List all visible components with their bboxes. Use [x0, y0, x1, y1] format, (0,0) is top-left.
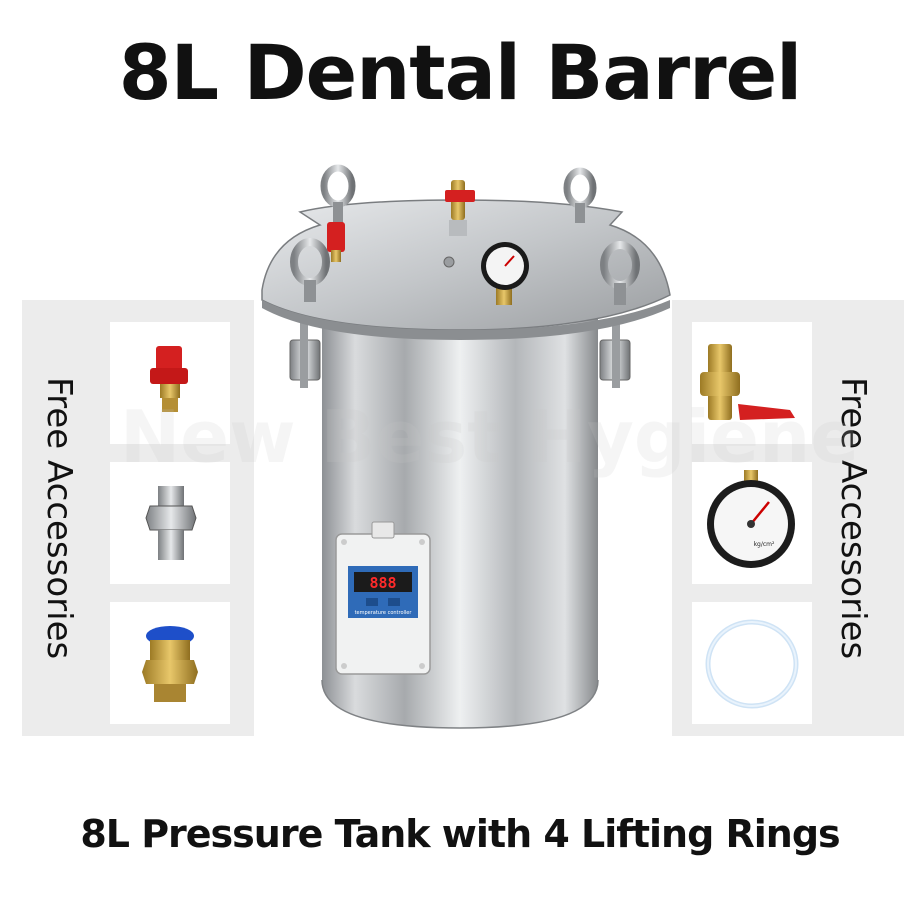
controller-model-text: temperature controller — [355, 610, 413, 616]
brass-ball-valve-icon — [700, 344, 795, 420]
lifting-ring-back-left — [320, 164, 356, 226]
free-accessories-label-right: Free Accessories — [833, 376, 873, 660]
lifting-ring-back-right — [563, 167, 597, 223]
clamp-right — [599, 318, 631, 388]
push-in-connector-icon — [142, 626, 198, 702]
watermark-text: New Best Hygiene — [120, 395, 860, 479]
lifting-ring-front-left — [290, 238, 330, 302]
red-safety-valve-icon — [150, 346, 188, 412]
tank-lid — [261, 199, 671, 340]
lifting-ring-front-right — [600, 241, 640, 305]
lid-pressure-gauge — [481, 242, 529, 305]
temperature-controller: 888 temperature controller — [335, 521, 431, 675]
product-caption: 8L Pressure Tank with 4 Lifting Rings — [80, 812, 840, 856]
clamp-left — [289, 318, 321, 388]
lid-ball-valve — [445, 180, 475, 236]
sealing-ring-icon — [705, 619, 799, 709]
hex-nipple-fitting-icon — [145, 486, 197, 560]
gauge-unit-label: kg/cm² — [754, 541, 775, 548]
lid-safety-valve — [327, 222, 345, 262]
free-accessories-label-left: Free Accessories — [39, 376, 79, 660]
controller-display: 888 — [369, 574, 396, 592]
product-title: 8L Dental Barrel — [118, 28, 802, 117]
lid-port — [443, 256, 455, 268]
pressure-gauge-icon: kg/cm² — [707, 470, 795, 568]
